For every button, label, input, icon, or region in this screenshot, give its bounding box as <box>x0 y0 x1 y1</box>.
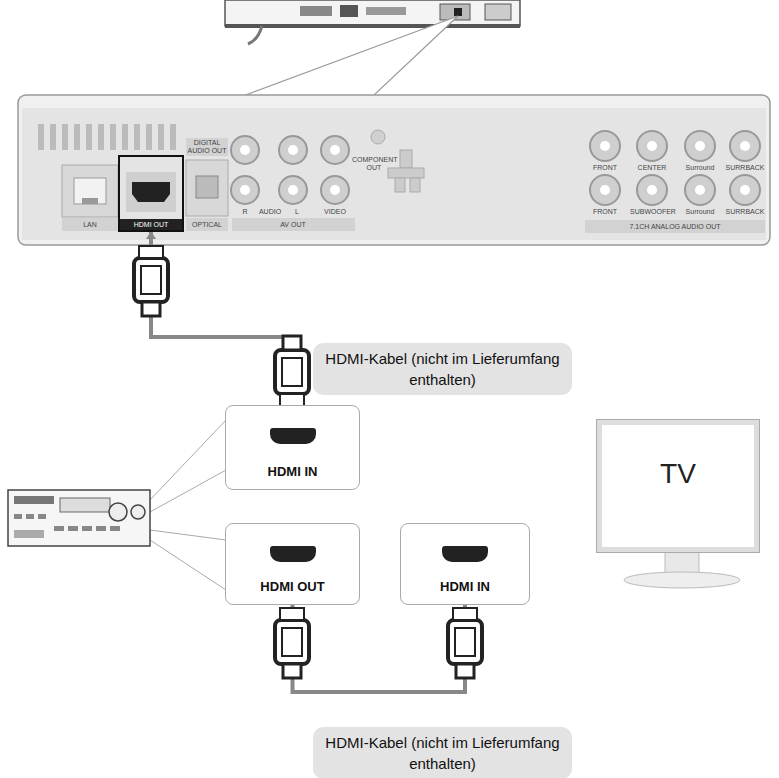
panel-label: COMPONENT OUT <box>352 156 396 172</box>
panel-label: FRONT <box>583 164 627 172</box>
cable-note: HDMI-Kabel (nicht im Lieferumfang enthal… <box>313 343 572 395</box>
port-label: HDMI OUT <box>120 219 182 230</box>
panel-label: 7.1CH ANALOG AUDIO OUT <box>590 223 760 231</box>
hdmi-socket-icon <box>270 546 316 562</box>
panel-label: VIDEO <box>320 208 350 216</box>
panel-label: LAN <box>62 221 118 229</box>
player-device <box>225 0 520 44</box>
hdmi-socket-icon <box>442 546 488 562</box>
port-name: HDMI IN <box>440 579 490 594</box>
port-callout: HDMI OUT <box>225 523 360 605</box>
panel-label: Surround <box>678 208 722 216</box>
panel-label: SUBWOOFER <box>630 208 674 216</box>
port-callout: HDMI IN <box>400 523 530 605</box>
panel-label: L <box>292 208 302 216</box>
panel-label: R <box>240 208 250 216</box>
panel-label: CENTER <box>630 164 674 172</box>
cable-note-text: HDMI-Kabel (nicht im Lieferumfang enthal… <box>323 732 562 774</box>
port-callout: HDMI IN <box>225 405 360 490</box>
zoom-wedge <box>240 16 458 97</box>
panel-label: AV OUT <box>238 221 348 229</box>
panel-label: Surround <box>678 164 722 172</box>
panel-label: FRONT <box>583 208 627 216</box>
tv-screen: TV <box>597 420 759 552</box>
cable-note: HDMI-Kabel (nicht im Lieferumfang enthal… <box>313 727 572 778</box>
panel-label: AUDIO <box>255 208 285 216</box>
hdmi-cable <box>293 605 466 692</box>
hdmi-plug <box>134 246 168 316</box>
port-name: HDMI OUT <box>260 579 324 594</box>
hdmi-plug <box>275 608 309 678</box>
hdmi-plug <box>275 336 309 406</box>
panel-label: DIGITAL AUDIO OUT <box>187 139 227 155</box>
rear-panel <box>18 95 770 245</box>
tv-stand <box>624 552 740 588</box>
av-receiver <box>8 420 226 590</box>
hdmi-cable <box>151 232 293 405</box>
panel-label: SURRBACK <box>723 208 767 216</box>
tv-label: TV <box>660 459 696 489</box>
hdmi-socket-icon <box>270 428 316 444</box>
port-name: HDMI IN <box>268 464 318 479</box>
panel-label: OPTICAL <box>186 221 228 229</box>
cable-note-text: HDMI-Kabel (nicht im Lieferumfang enthal… <box>323 348 562 390</box>
hdmi-port: HDMI OUT <box>118 155 184 232</box>
hdmi-plug <box>448 608 482 678</box>
panel-label: SURRBACK <box>723 164 767 172</box>
